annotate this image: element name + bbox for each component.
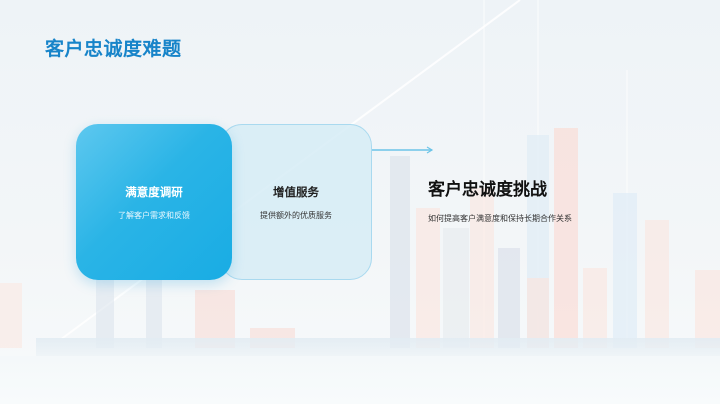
value-added-service-card: 增值服务 提供额外的优质服务 <box>220 124 372 280</box>
challenge-desc: 如何提高客户满意度和保持长期合作关系 <box>428 214 572 223</box>
card-title: 增值服务 <box>273 184 319 199</box>
challenge-title: 客户忠诚度挑战 <box>428 180 547 200</box>
card-desc: 了解客户需求和反馈 <box>118 210 190 220</box>
slide-title: 客户忠诚度难题 <box>45 38 182 60</box>
card-title: 满意度调研 <box>125 184 183 199</box>
arrow-right-icon <box>372 146 434 154</box>
satisfaction-survey-card: 满意度调研 了解客户需求和反馈 <box>76 124 232 280</box>
card-desc: 提供额外的优质服务 <box>260 210 332 220</box>
